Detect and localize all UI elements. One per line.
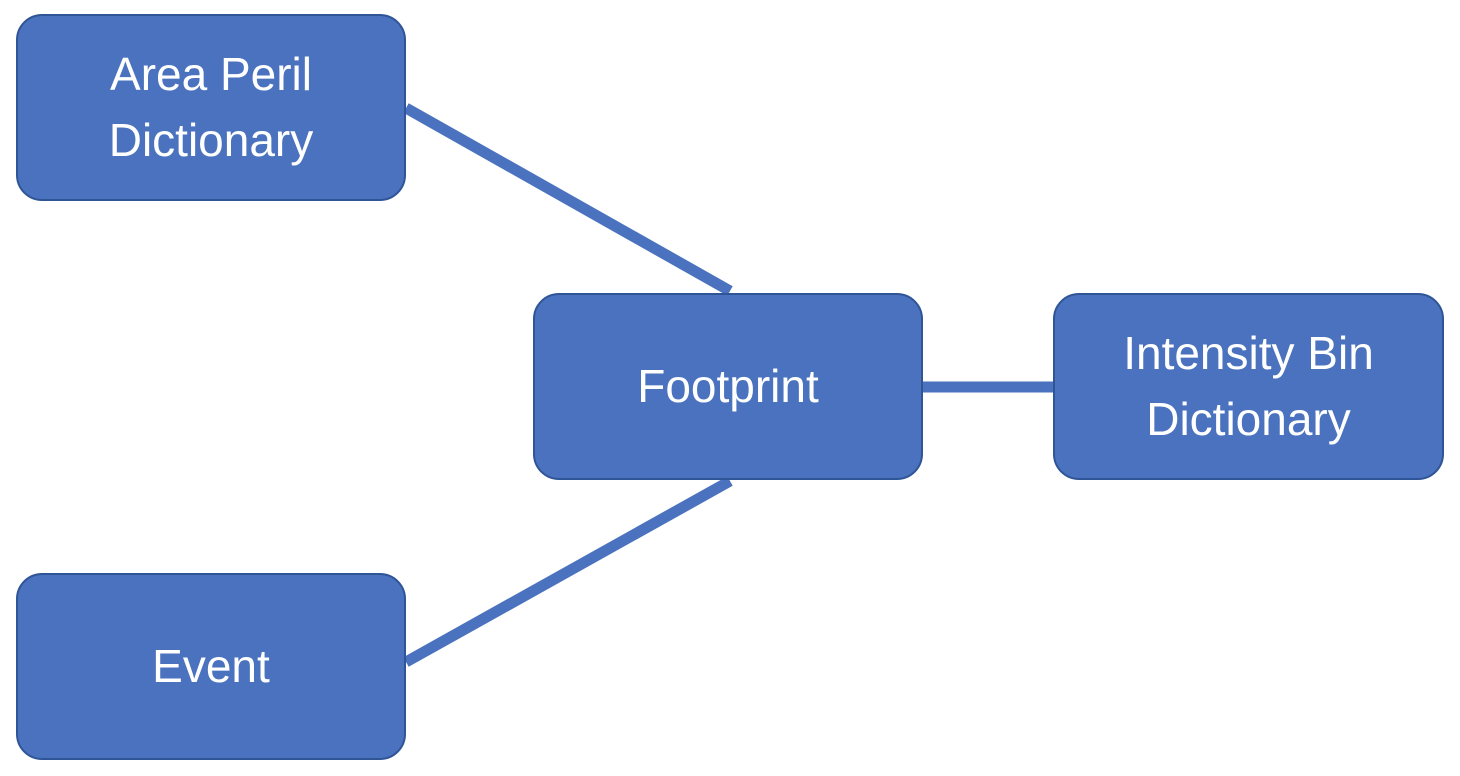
node-area-peril-dictionary[interactable]: Area Peril Dictionary <box>16 14 406 201</box>
node-label: Intensity Bin Dictionary <box>1123 327 1374 445</box>
node-label: Area Peril Dictionary <box>108 48 314 166</box>
node-footprint[interactable]: Footprint <box>533 293 923 480</box>
node-label: Event <box>152 639 270 692</box>
connector-area-peril-footprint <box>403 103 733 296</box>
node-event[interactable]: Event <box>16 573 406 760</box>
connector-event-footprint <box>403 476 733 667</box>
node-intensity-bin-dictionary[interactable]: Intensity Bin Dictionary <box>1053 293 1444 480</box>
node-label: Footprint <box>637 359 819 412</box>
